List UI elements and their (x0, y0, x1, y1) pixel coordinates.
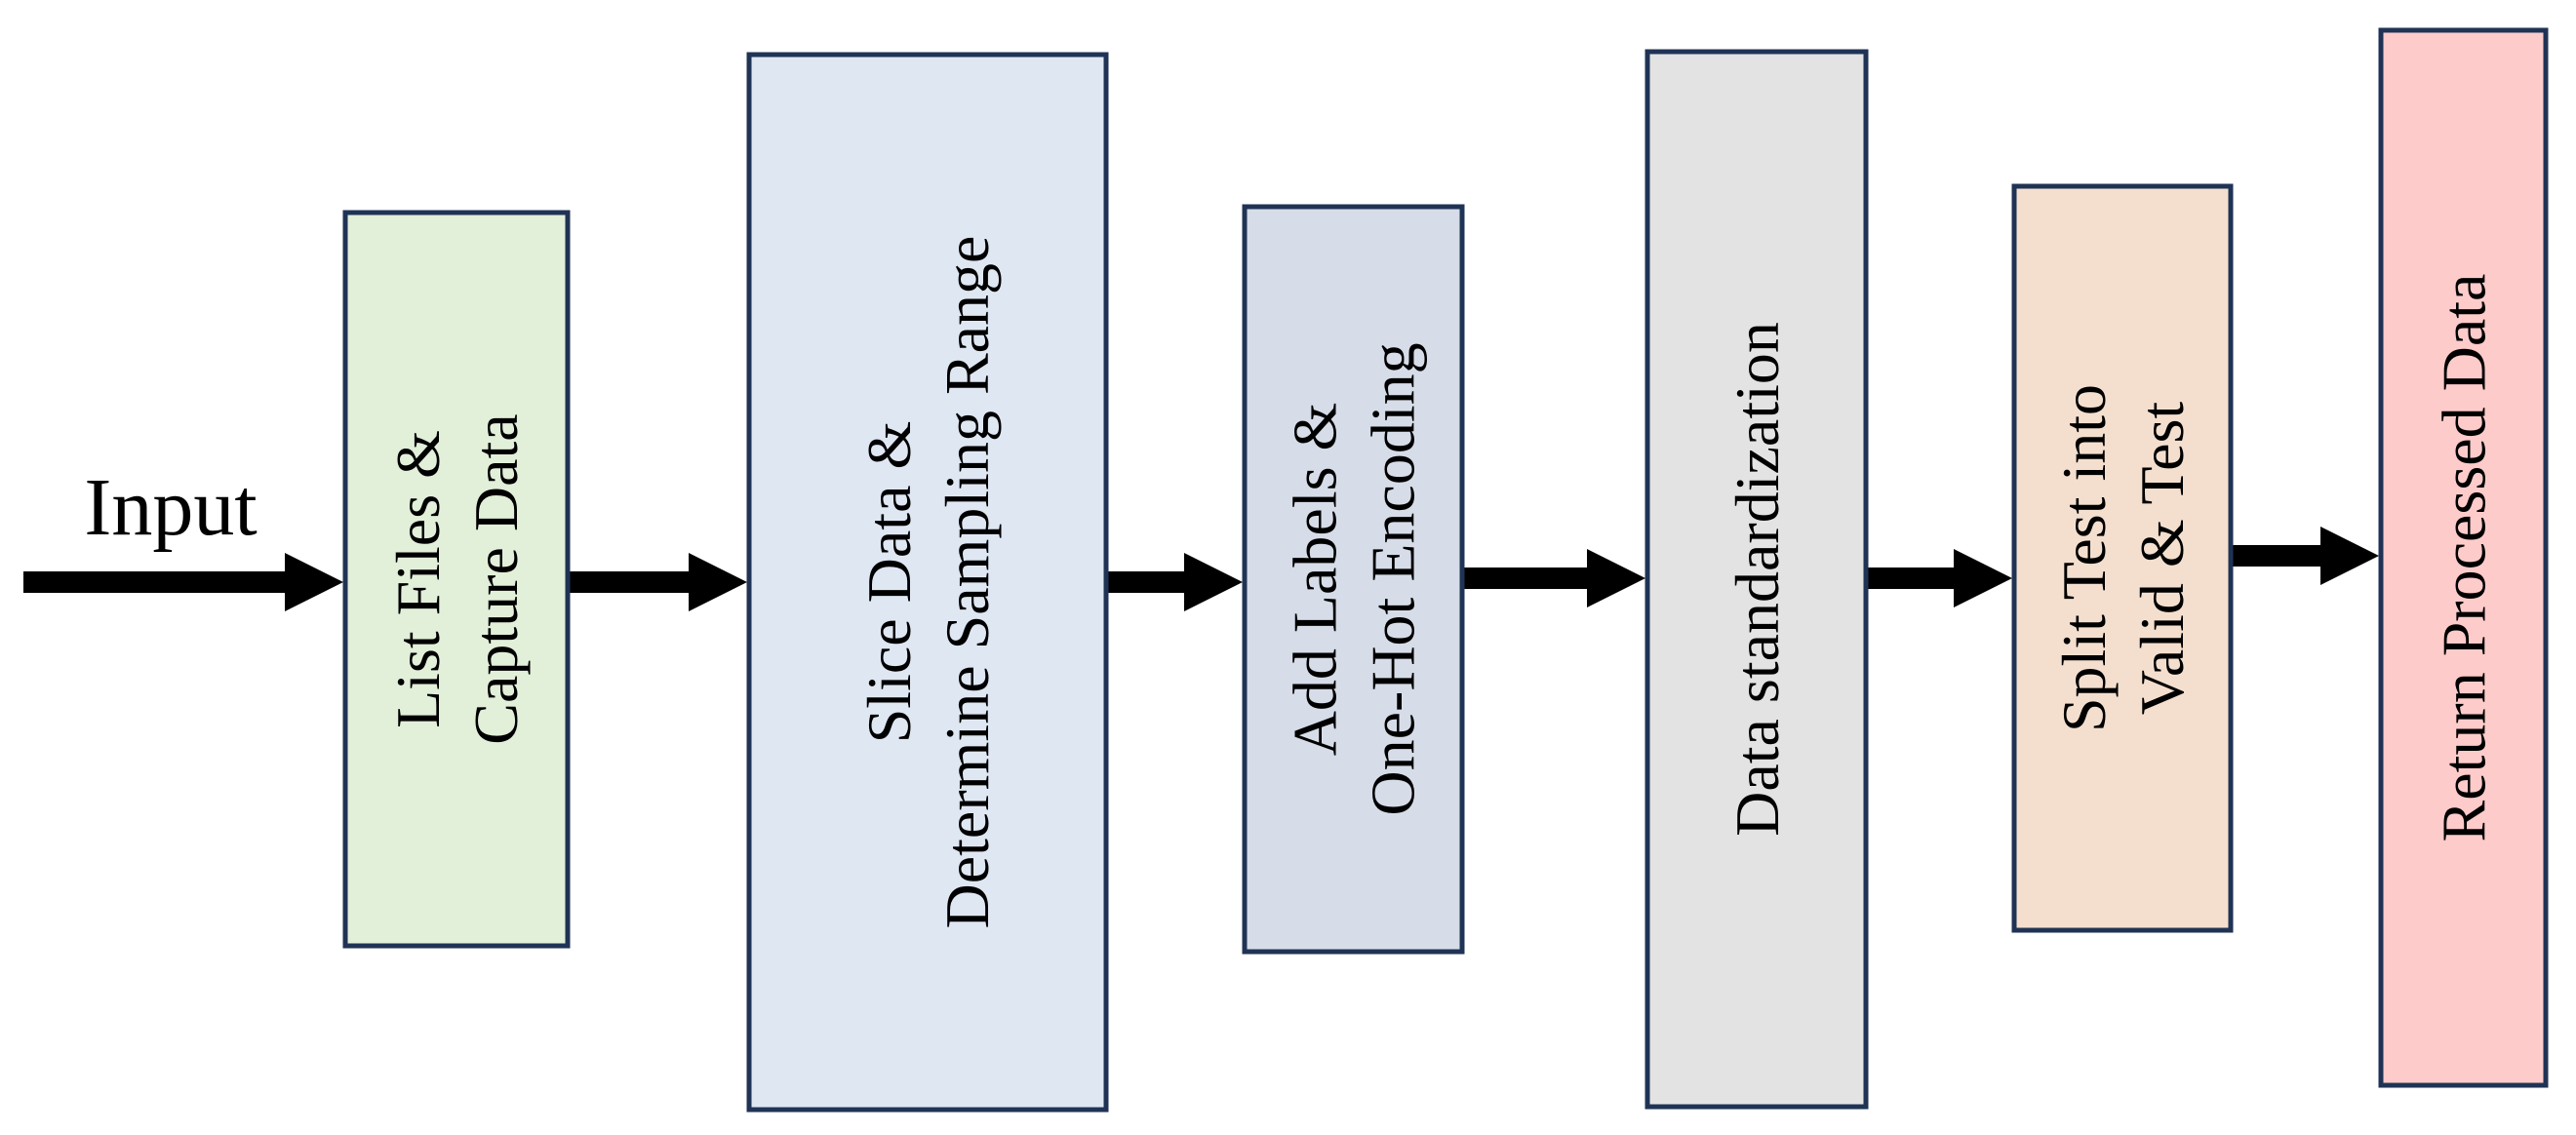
step-box-slice-data: Slice Data &Determine Sampling Range (746, 52, 1109, 1113)
step-label-line: Split Test into (2049, 384, 2119, 732)
arrow-head (689, 553, 747, 611)
flow-arrow (1464, 549, 1645, 607)
step-box-list-files: List Files &Capture Data (342, 210, 571, 949)
flow-arrow (1108, 553, 1243, 611)
flow-arrow (570, 553, 747, 611)
step-label-line: Determine Sampling Range (932, 236, 1002, 929)
step-box-rect (746, 52, 1109, 1113)
step-label-line: One-Hot Encoding (1359, 342, 1428, 815)
input-label: Input (84, 462, 257, 553)
arrow-head (2320, 527, 2379, 585)
flow-arrow (23, 553, 343, 611)
step-label-return-data: Return Processed Data (2430, 274, 2499, 842)
step-box-add-labels: Add Labels &One-Hot Encoding (1242, 204, 1465, 955)
step-box-rect (2011, 183, 2234, 933)
arrow-head (1587, 549, 1645, 607)
step-label-line: Add Labels & (1281, 403, 1350, 757)
step-label-line: Data standardization (1723, 322, 1792, 837)
step-box-standardization: Data standardization (1645, 49, 1869, 1110)
boxes-group: List Files &Capture Data Slice Data &Dete… (342, 27, 2549, 1113)
step-label-line: Capture Data (461, 413, 531, 744)
step-box-rect (1242, 204, 1465, 955)
arrow-head (1954, 549, 2012, 607)
step-box-rect (2378, 27, 2549, 1088)
arrows-group (23, 527, 2379, 611)
flow-arrow (2233, 527, 2379, 585)
step-box-rect (342, 210, 571, 949)
arrow-head (1184, 553, 1243, 611)
step-box-rect (1645, 49, 1869, 1110)
step-label-line: Return Processed Data (2430, 274, 2499, 842)
step-label-list-files: List Files &Capture Data (383, 413, 531, 744)
step-label-slice-data: Slice Data &Determine Sampling Range (854, 236, 1002, 929)
step-label-line: Valid & Test (2127, 402, 2197, 716)
step-label-add-labels: Add Labels &One-Hot Encoding (1281, 342, 1428, 815)
arrow-head (285, 553, 343, 611)
flow-arrow (1868, 549, 2012, 607)
step-label-line: Slice Data & (854, 421, 924, 744)
step-label-line: List Files & (383, 430, 453, 728)
step-box-return-data: Return Processed Data (2378, 27, 2549, 1088)
step-label-standardization: Data standardization (1723, 322, 1792, 837)
